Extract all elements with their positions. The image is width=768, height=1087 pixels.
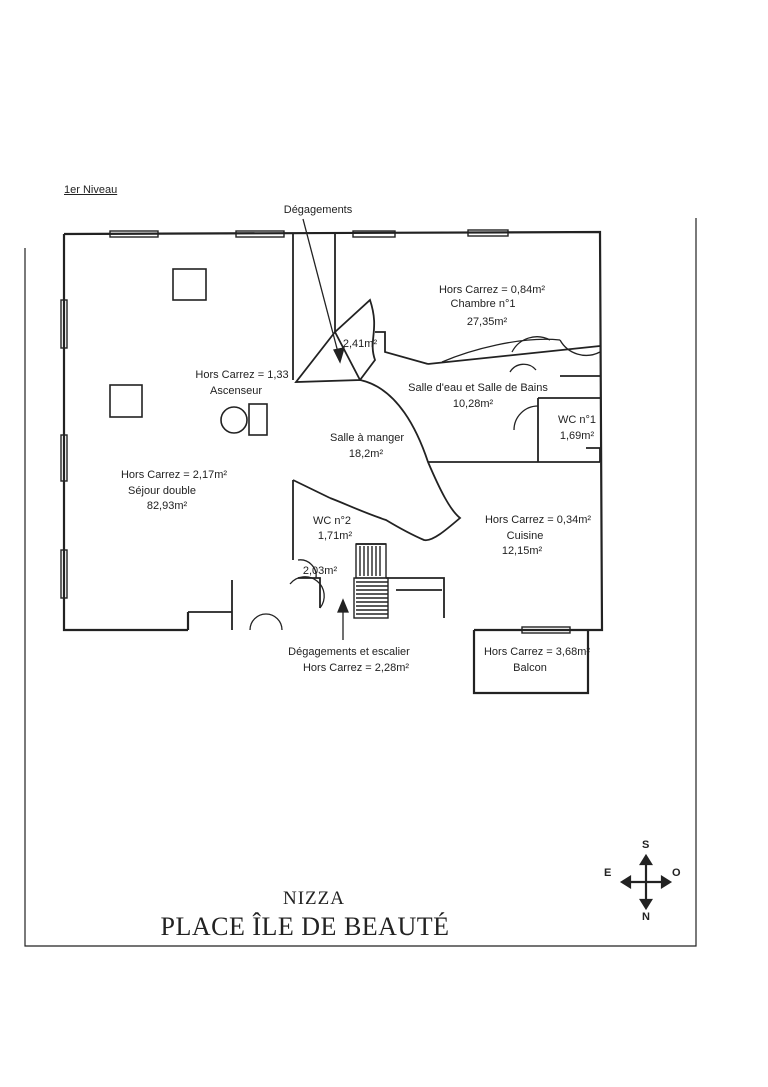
label-ascenseur-name: Ascenseur [210,385,262,397]
corridor-shape [294,298,462,542]
compass-east: E [604,867,612,879]
label-wc1-name: WC n°1 [557,414,597,426]
label-chambre-hors-carrez: Hors Carrez = 0,84m² [438,284,546,296]
compass-south: S [642,839,650,851]
outer-walls [62,230,604,695]
label-wc2-name: WC n°2 [312,515,352,527]
compass-north: N [642,911,650,923]
title-place: PLACE ÎLE DE BEAUTÉ [160,912,450,941]
label-sejour-area: 82,93m² [146,500,188,512]
label-ascenseur-hors-carrez: Hors Carrez = 1,33 [195,369,289,381]
windows [60,229,571,634]
title-city: NIZZA [283,888,345,909]
compass-rose [619,853,673,911]
label-balcon-hors-carrez: Hors Carrez = 3,68m² [483,646,591,658]
label-wc2-area: 1,71m² [317,530,353,542]
label-wc1-area: 1,69m² [559,430,595,442]
label-sdb-name: Salle d'eau et Salle de Bains [408,382,548,394]
label-degagements-area: 2,41m² [342,338,378,350]
label-sejour-hors-carrez: Hors Carrez = 2,17m² [120,469,228,481]
door-swings [249,336,601,631]
label-salle-manger-name: Salle à manger [330,432,404,444]
compass-west: O [672,867,681,879]
label-chambre-name: Chambre n°1 [450,298,516,310]
page-frame [24,218,697,947]
label-cuisine-name: Cuisine [506,530,544,542]
label-cuisine-area: 12,15m² [501,545,543,557]
interior-walls [188,234,601,630]
label-chambre-area: 27,35m² [466,316,508,328]
label-closet-area: 2,03m² [302,565,338,577]
label-degagements: Dégagements [283,204,353,216]
label-salle-manger-area: 18,2m² [348,448,384,460]
label-escalier-name: Dégagements et escalier [288,646,410,658]
arrows [302,218,349,640]
label-balcon-name: Balcon [513,662,547,674]
label-sejour-name: Séjour double [128,485,196,497]
label-sdb-area: 10,28m² [452,398,494,410]
level-label: 1er Niveau [64,184,118,196]
elevator [109,268,268,436]
label-cuisine-hors-carrez: Hors Carrez = 0,34m² [484,514,592,526]
stairs [353,543,389,619]
label-escalier-hors-carrez: Hors Carrez = 2,28m² [302,662,410,674]
